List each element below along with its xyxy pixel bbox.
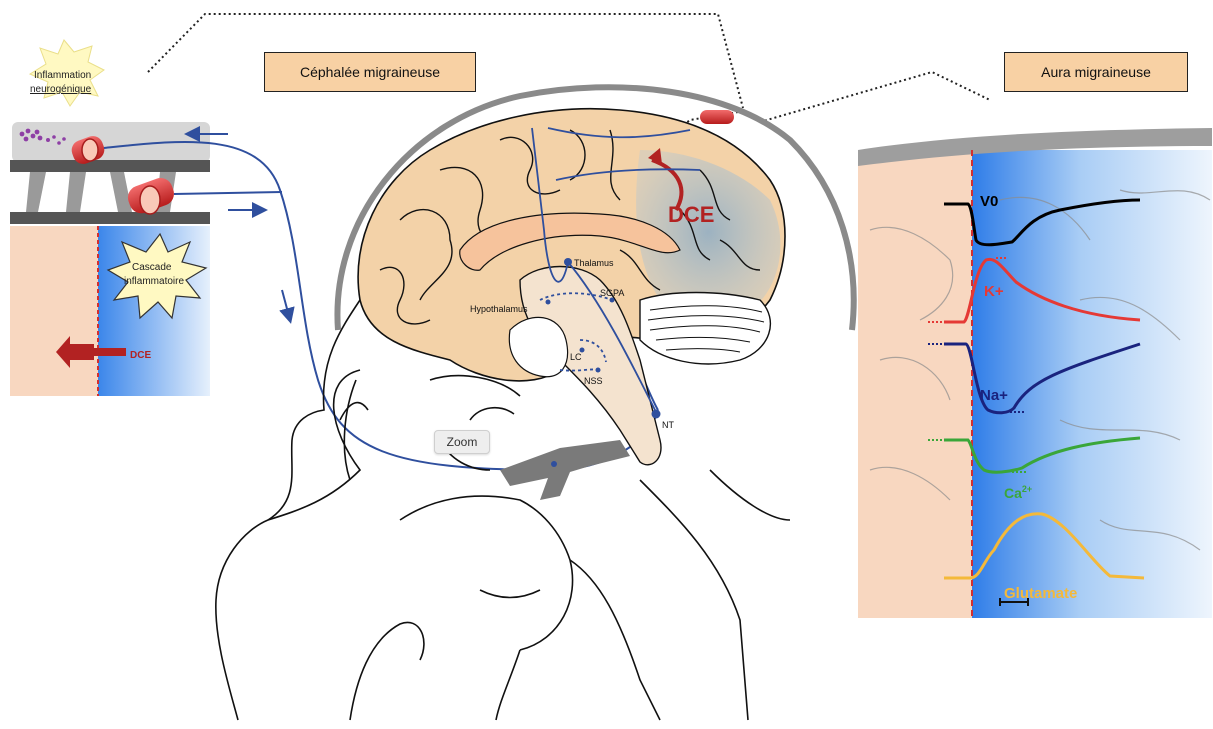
headache-title: Céphalée migraineuse — [264, 52, 476, 92]
glutamate-label: Glutamate — [1004, 585, 1077, 602]
na-label: Na+ — [980, 387, 1008, 404]
cascade-label-line1: Cascade — [132, 262, 172, 273]
nt-label: NT — [662, 420, 674, 430]
hypothalamus-label: Hypothalamus — [470, 304, 528, 314]
cascade-label-line2: inflammatoire — [124, 276, 184, 287]
thalamus-label: Thalamus — [574, 258, 614, 268]
k-label: K+ — [984, 283, 1004, 300]
brain — [358, 109, 785, 465]
aura-panel: V0 K+ Na+ Ca2+ Glutamate — [858, 128, 1212, 618]
lc-label: LC — [570, 352, 582, 362]
inflammation-label-line2: neurogénique — [30, 84, 92, 95]
nss-label: NSS — [584, 376, 603, 386]
trigeminal-ganglion — [500, 440, 630, 500]
aura-title: Aura migraineuse — [1004, 52, 1188, 92]
dce-label-brain: DCE — [668, 202, 714, 227]
v0-label: V0 — [980, 193, 998, 210]
left-inflammation-panel: Inflammation neurogénique Cascade inflam… — [10, 40, 210, 396]
sgpa-label: SGPA — [600, 288, 624, 298]
inflammation-label-line1: Inflammation — [34, 70, 91, 81]
zoom-button[interactable]: Zoom — [434, 430, 490, 454]
dce-label-left: DCE — [130, 350, 151, 361]
